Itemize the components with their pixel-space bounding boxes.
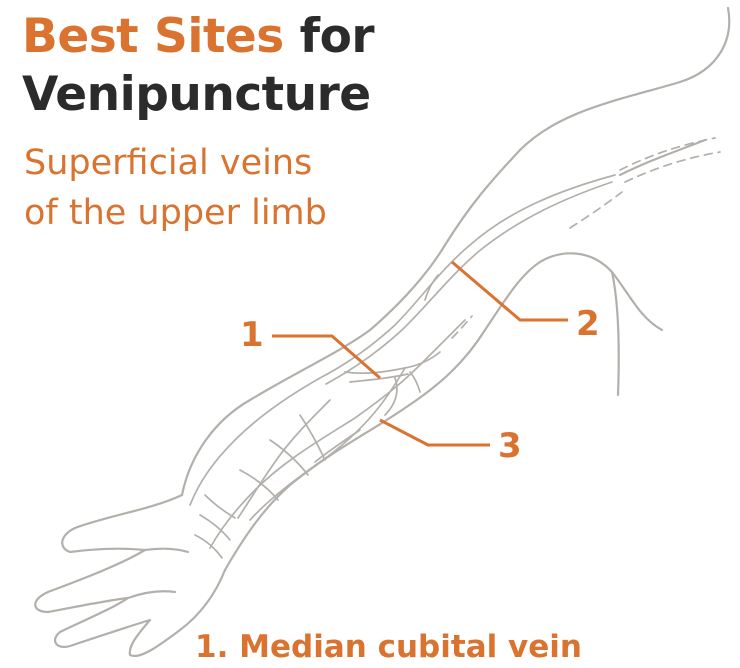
arm-outline-bottom [225, 253, 662, 570]
callout-1: 1 [240, 318, 264, 352]
leader-line-2 [452, 262, 568, 320]
upper-vein-branch [425, 275, 438, 300]
finger-crease-1 [145, 549, 188, 552]
wrist-veins-2 [200, 515, 230, 540]
finger-crease-2 [128, 591, 175, 598]
forearm-branch-4 [315, 430, 360, 462]
median-forearm-vein [250, 368, 405, 520]
median-cubital-vein [345, 352, 440, 373]
armpit-fold [612, 272, 619, 395]
deep-vein-dashed-3 [570, 192, 622, 228]
arm-outline-top [182, 8, 729, 495]
callout-2: 2 [576, 307, 600, 341]
forearm-branch-2 [300, 415, 325, 460]
legend-item-1: 1. Median cubital vein [195, 628, 582, 666]
wrist-veins-3 [195, 535, 222, 558]
elbow-vein-knot [410, 372, 420, 392]
callout-3: 3 [498, 429, 522, 463]
leader-line-3 [380, 420, 490, 445]
forearm-branch-3 [270, 440, 308, 475]
deep-vein-dashed-4 [452, 316, 472, 338]
forearm-branch-1 [238, 400, 330, 518]
wrist-veins-1 [205, 495, 235, 518]
